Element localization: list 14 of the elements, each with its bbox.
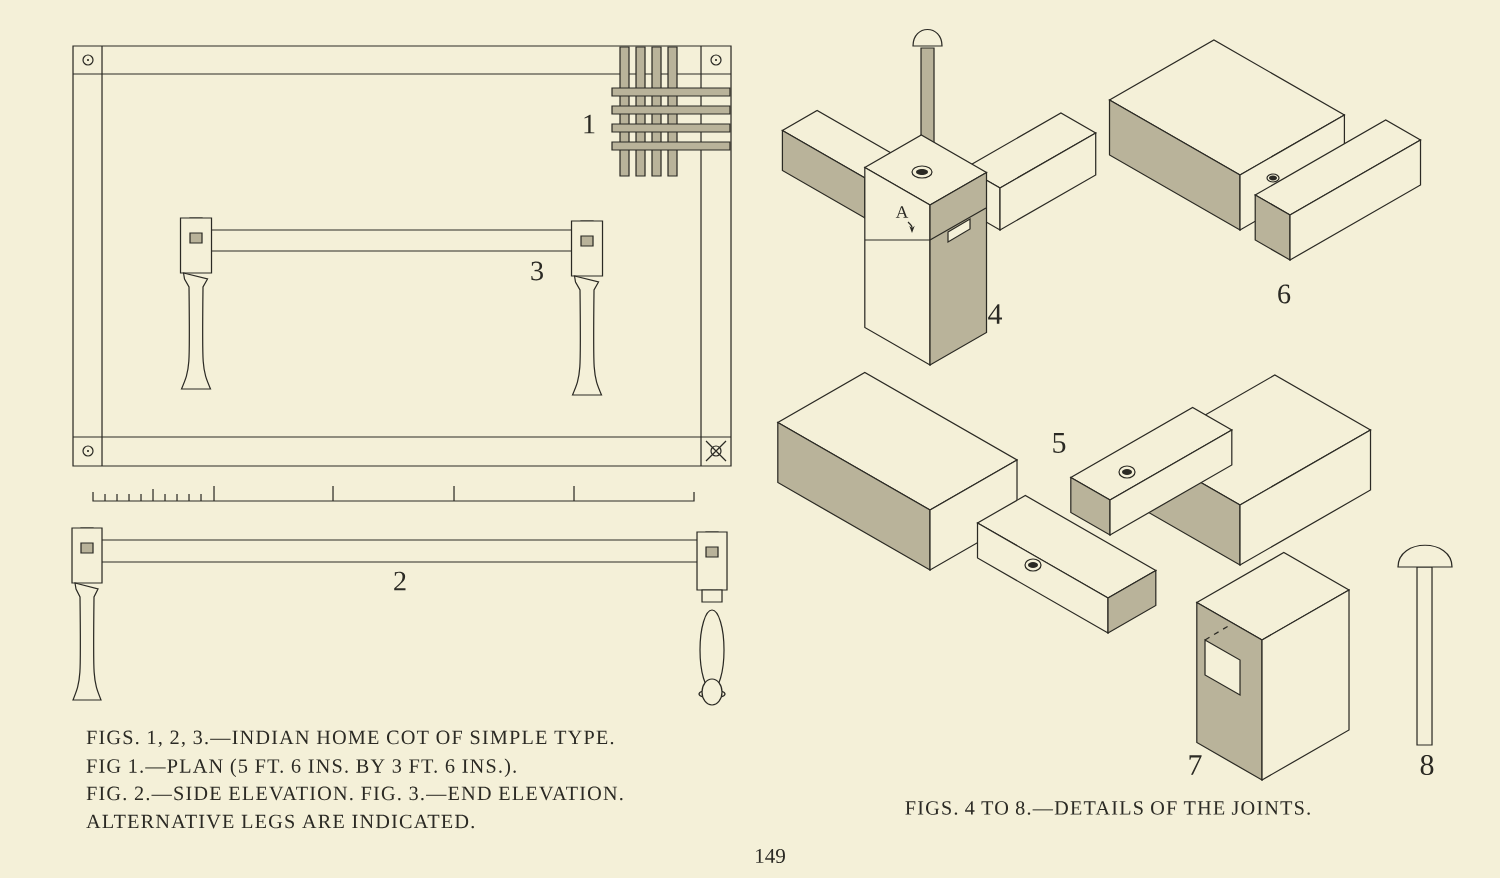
page-number: 149	[756, 848, 785, 864]
figure-number: 3	[531, 261, 543, 281]
callout-letter: A	[895, 206, 909, 218]
figure-number: 1	[584, 114, 595, 134]
figure-number: 5	[1053, 433, 1066, 453]
figure-number: 8	[1420, 754, 1434, 776]
figure-caption: FIGS. 4 TO 8.—DETAILS OF THE JOINTS.	[905, 801, 1310, 815]
figure-number: 2	[394, 571, 406, 591]
figure-number: 4	[988, 304, 1002, 324]
figure-caption: FIG. 2.—SIDE ELEVATION. FIG. 3.—END ELEVATION. ALTERNATIVE LEGS ARE INDICATED.	[86, 786, 623, 829]
figure-number: 6	[1278, 284, 1291, 304]
figure-caption: FIG 1.—PLAN (5 FT. 6 INS. BY 3 FT. 6 INS.).	[86, 758, 516, 777]
figure-caption: FIGS. 1, 2, 3.—INDIAN HOME COT OF SIMPLE TYPE.	[86, 730, 614, 748]
figure-number: 7	[1189, 755, 1202, 775]
